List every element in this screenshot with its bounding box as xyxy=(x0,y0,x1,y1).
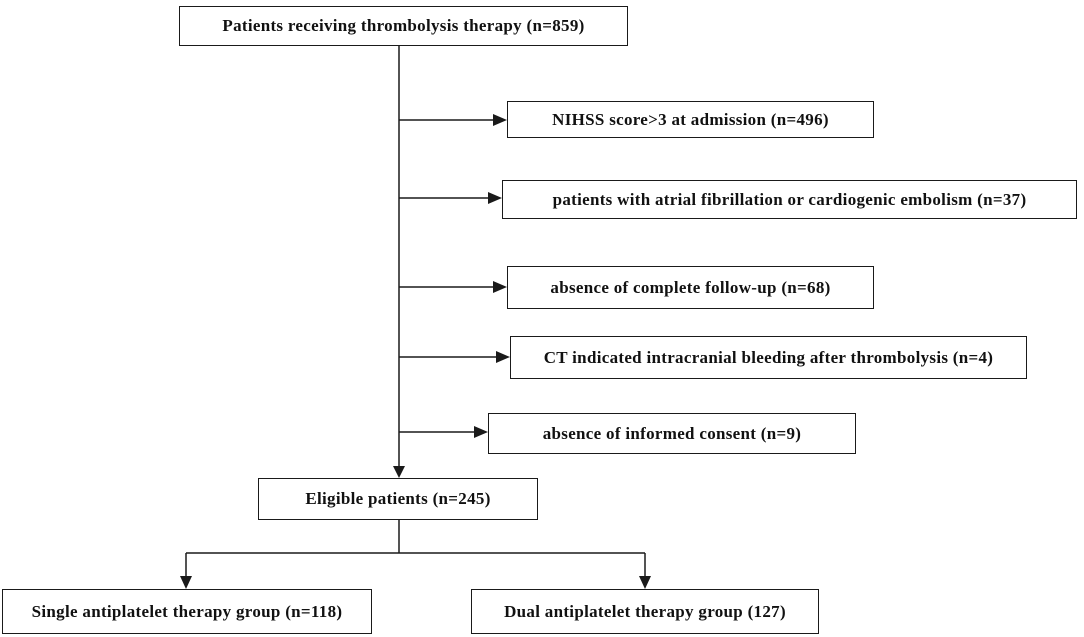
arrow-to-eligible xyxy=(393,466,405,478)
exclusion-box-5: absence of informed consent (n=9) xyxy=(488,413,856,454)
arrow-exclusion-4 xyxy=(496,351,510,363)
dual-group-box: Dual antiplatelet therapy group (127) xyxy=(471,589,819,634)
exclusion-box-2: patients with atrial fibrillation or car… xyxy=(502,180,1077,219)
arrow-exclusion-3 xyxy=(493,281,507,293)
single-group-box: Single antiplatelet therapy group (n=118… xyxy=(2,589,372,634)
arrow-single-group xyxy=(180,576,192,589)
exclusion-box-3: absence of complete follow-up (n=68) xyxy=(507,266,874,309)
arrow-dual-group xyxy=(639,576,651,589)
arrow-exclusion-1 xyxy=(493,114,507,126)
exclusion-box-4: CT indicated intracranial bleeding after… xyxy=(510,336,1027,379)
arrow-exclusion-5 xyxy=(474,426,488,438)
eligible-box: Eligible patients (n=245) xyxy=(258,478,538,520)
start-box: Patients receiving thrombolysis therapy … xyxy=(179,6,628,46)
arrow-exclusion-2 xyxy=(488,192,502,204)
exclusion-box-1: NIHSS score>3 at admission (n=496) xyxy=(507,101,874,138)
